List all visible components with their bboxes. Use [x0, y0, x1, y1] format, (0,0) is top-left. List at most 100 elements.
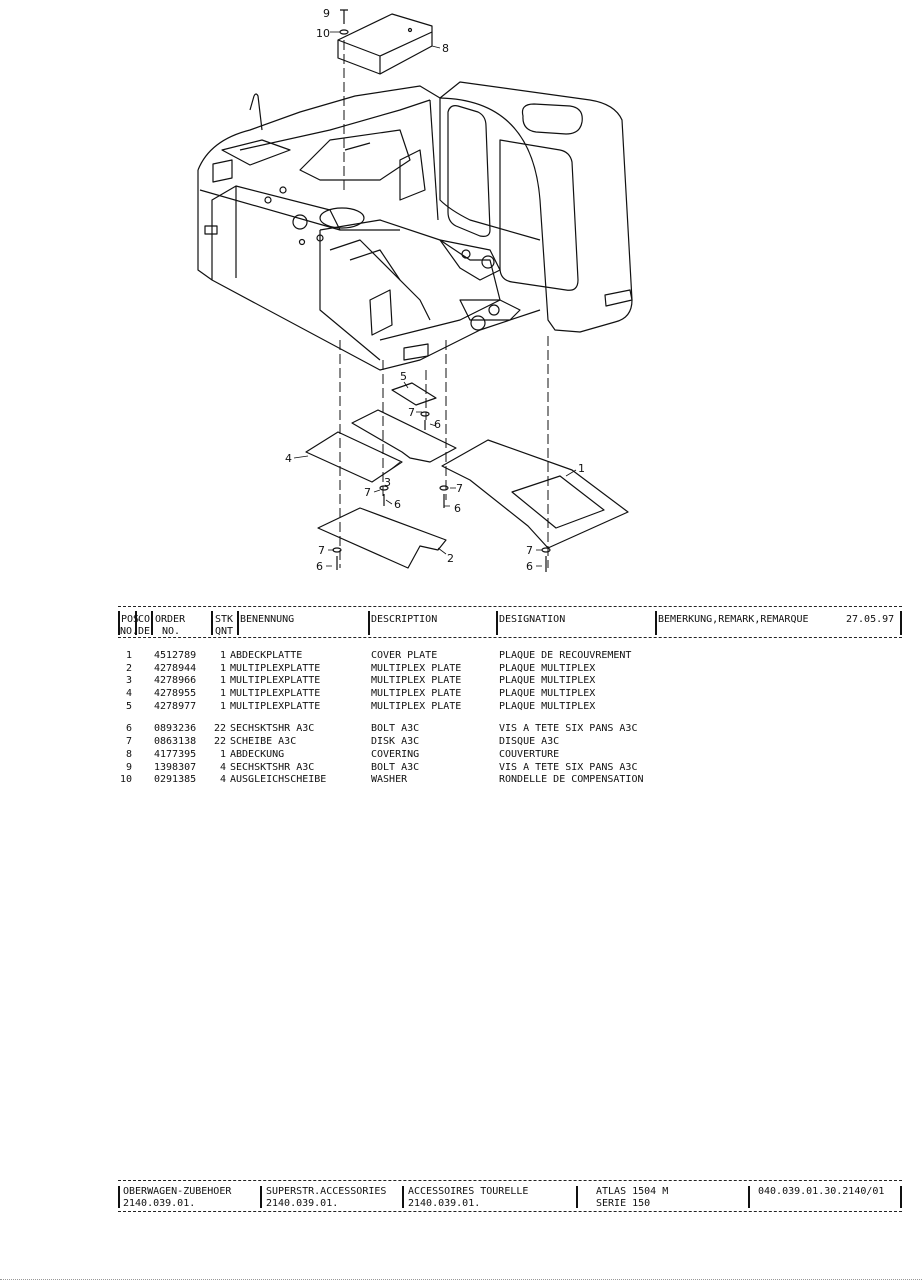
projection-lines: [339, 40, 549, 568]
footer-en-code: 2140.039.01.: [266, 1198, 339, 1209]
callout-8: 8: [442, 42, 449, 55]
callout-4: 4: [285, 452, 292, 465]
table-header: POS NO. CO DE ORDER NO. STK QNT BENENNUN…: [118, 607, 902, 637]
cell-qty: 4: [219, 761, 226, 773]
footer-model: ATLAS 1504 M: [596, 1186, 669, 1197]
cell-qty: 1: [219, 748, 226, 760]
cell-benennung: MULTIPLEXPLATTE: [230, 675, 321, 687]
plate-part-5: [391, 382, 437, 406]
parts-table: POS NO. CO DE ORDER NO. STK QNT BENENNUN…: [118, 606, 902, 787]
cell-qty: 22: [213, 736, 226, 748]
col-divider: [496, 611, 498, 635]
header-date: 27.05.97: [846, 614, 895, 625]
cell-qty: 1: [219, 675, 226, 687]
callout-7b: 7: [364, 486, 371, 499]
cell-description: BOLT A3C: [371, 723, 420, 735]
page-bottom-rule: [0, 1279, 922, 1280]
footer-fr-code: 2140.039.01.: [408, 1198, 481, 1209]
cell-benennung: MULTIPLEXPLATTE: [230, 662, 321, 674]
callout-6c: 6: [454, 502, 461, 515]
callout-7e: 7: [526, 544, 533, 557]
callout-2: 2: [447, 552, 454, 565]
cell-pos: 4: [125, 688, 132, 700]
col-divider: [211, 611, 213, 635]
cell-pos: 2: [125, 662, 132, 674]
operator-cab: [439, 81, 633, 333]
cell-designation: PLAQUE MULTIPLEX: [499, 700, 596, 712]
cell-description: COVERING: [371, 748, 420, 760]
callout-10: 10: [316, 27, 330, 40]
table-header-rule: [118, 637, 902, 638]
cell-qty: 1: [219, 688, 226, 700]
cell-pos: 10: [119, 774, 132, 786]
cell-qty: 1: [219, 662, 226, 674]
cell-benennung: SCHEIBE A3C: [230, 736, 297, 748]
footer-serie: SERIE 150: [596, 1198, 651, 1209]
header-designation: DESIGNATION: [499, 614, 566, 625]
col-divider: [118, 1186, 120, 1208]
plate-part-1: [441, 439, 629, 549]
cell-order: 4278966: [154, 675, 197, 687]
cell-designation: PLAQUE DE RECOUVREMENT: [499, 650, 632, 661]
footer-de-title: OBERWAGEN-ZUBEHOER: [123, 1186, 232, 1197]
callout-9: 9: [323, 7, 330, 20]
callout-7c: 7: [456, 482, 463, 495]
col-divider: [368, 611, 370, 635]
cell-order: 4278944: [154, 662, 197, 674]
plate-part-2: [317, 507, 447, 569]
cell-benennung: ABDECKUNG: [230, 748, 285, 760]
header-description: DESCRIPTION: [371, 614, 438, 625]
row-group-gap: [118, 713, 902, 723]
col-divider: [237, 611, 239, 635]
cell-description: MULTIPLEX PLATE: [371, 662, 462, 674]
cell-pos: 5: [125, 700, 132, 712]
header-qnt: QNT: [215, 626, 234, 637]
leader-lines: [293, 31, 577, 567]
cell-description: MULTIPLEX PLATE: [371, 688, 462, 700]
col-divider: [900, 611, 902, 635]
callout-7d: 7: [318, 544, 325, 557]
col-divider: [748, 1186, 750, 1208]
cell-designation: DISQUE A3C: [499, 736, 560, 748]
callout-labels: 9 10 8 1 2 3 4 5 6 7 7 6 7 6 7 6 7 6: [285, 7, 585, 573]
callout-1: 1: [578, 462, 585, 475]
footer-doc-no: 040.039.01.30.2140/01: [758, 1186, 885, 1197]
footer-fr-title: ACCESSOIRES TOURELLE: [408, 1186, 529, 1197]
cell-designation: COUVERTURE: [499, 748, 560, 760]
cell-designation: PLAQUE MULTIPLEX: [499, 662, 596, 674]
plate-part-3: [351, 409, 457, 463]
cell-description: BOLT A3C: [371, 761, 420, 773]
cell-designation: VIS A TETE SIX PANS A3C: [499, 723, 638, 735]
header-pos: POS: [121, 614, 140, 625]
cell-benennung: SECHSKTSHR A3C: [230, 723, 315, 735]
header-de: DE: [138, 626, 151, 637]
cell-pos: 9: [125, 761, 132, 773]
callout-3: 3: [384, 476, 391, 489]
cell-designation: PLAQUE MULTIPLEX: [499, 675, 596, 687]
col-divider: [151, 611, 153, 635]
col-divider: [260, 1186, 262, 1208]
cell-qty: 4: [219, 774, 226, 786]
header-co: CO: [138, 614, 151, 625]
cell-order: 0893236: [154, 723, 197, 735]
table-row: 2 4278944 1 MULTIPLEXPLATTE MULTIPLEX PLATE P…: [118, 663, 902, 676]
header-pos-no: NO.: [120, 626, 139, 637]
exploded-view-drawing: 9 10 8 1 2 3 4 5 6 7 7 6 7 6 7 6 7 6: [197, 7, 633, 573]
cell-description: DISK A3C: [371, 736, 420, 748]
callout-6e: 6: [526, 560, 533, 573]
footer-top-rule: [118, 1180, 902, 1181]
callout-6b: 6: [394, 498, 401, 511]
cell-description: COVER PLATE: [371, 650, 438, 661]
cell-order: 1398307: [154, 761, 197, 773]
covering-part-8: [337, 9, 433, 75]
cell-designation: VIS A TETE SIX PANS A3C: [499, 761, 638, 773]
col-divider: [135, 611, 137, 635]
